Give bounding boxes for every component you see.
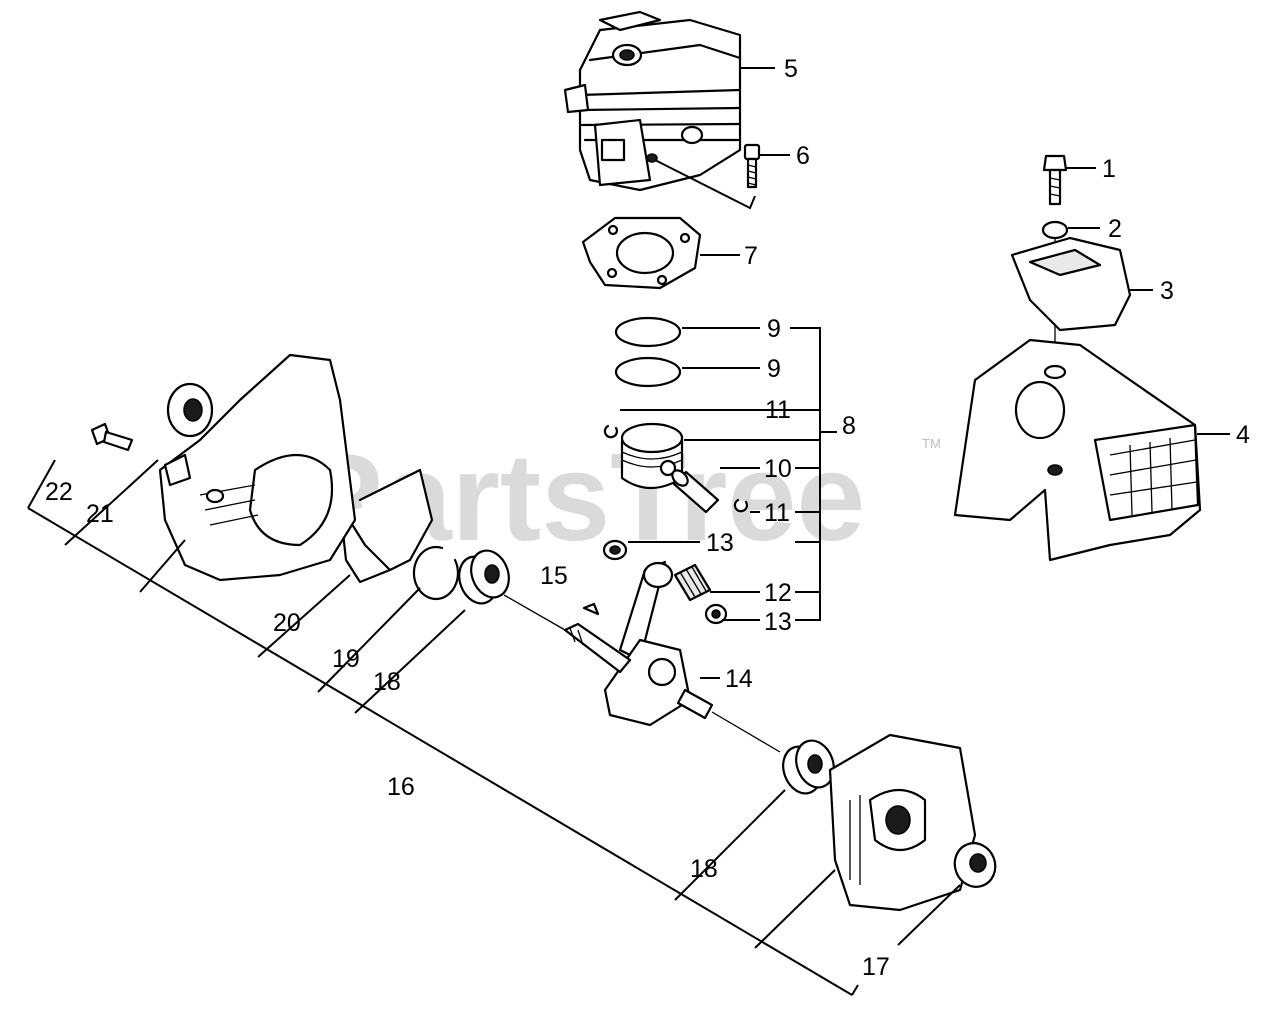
crankcase-gasket-part[interactable] [338, 468, 434, 584]
needle-bearing-part[interactable] [673, 563, 712, 602]
spark-plug-cover-part[interactable] [1010, 236, 1132, 332]
cylinder-cover-part[interactable] [953, 338, 1202, 562]
callout-7: 7 [744, 242, 758, 270]
woodruff-key-part[interactable] [582, 602, 600, 616]
callout-2: 2 [1108, 215, 1122, 243]
piston-ring-upper-part[interactable] [614, 316, 682, 348]
crankcase-right-part[interactable] [828, 733, 977, 912]
callout-22: 22 [45, 478, 73, 506]
callout-4: 4 [1236, 421, 1250, 449]
callout-5: 5 [784, 55, 798, 83]
crankshaft-bearing-left-part[interactable] [453, 545, 515, 608]
gasket-part[interactable] [581, 216, 702, 290]
watermark-tm: TM [922, 436, 941, 451]
crankcase-bolt-part[interactable] [90, 422, 134, 452]
callout-1: 1 [1102, 155, 1116, 183]
callout-20: 20 [273, 609, 301, 637]
callout-19: 19 [332, 645, 360, 673]
cylinder-part[interactable] [563, 10, 742, 192]
crankshaft-bearing-right-part[interactable] [777, 735, 840, 798]
callout-9-upper: 9 [767, 315, 781, 343]
circlip-part[interactable] [412, 545, 460, 601]
callout-18-right: 18 [690, 855, 718, 883]
callout-15: 15 [540, 562, 568, 590]
callout-14: 14 [725, 665, 753, 693]
oil-seal-right-part[interactable] [949, 837, 1002, 892]
callout-8: 8 [842, 412, 856, 440]
callout-11-upper: 11 [765, 396, 791, 424]
piston-part[interactable] [620, 422, 684, 489]
crankshaft-part[interactable] [563, 560, 714, 727]
piston-pin-clip-lower-part[interactable] [733, 498, 749, 513]
callout-16: 16 [387, 773, 415, 801]
cylinder-screw-part[interactable] [743, 143, 761, 189]
callout-12: 12 [764, 579, 792, 607]
callout-17: 17 [862, 953, 890, 981]
callout-18-left: 18 [373, 668, 401, 696]
callout-13-upper: 13 [706, 529, 734, 557]
crankcase-left-part[interactable] [158, 353, 357, 582]
callout-9-lower: 9 [767, 355, 781, 383]
piston-pin-part[interactable] [669, 467, 720, 514]
cover-washer-part[interactable] [1041, 220, 1069, 240]
callout-3: 3 [1160, 277, 1174, 305]
callout-10: 10 [764, 455, 792, 483]
callout-21: 21 [86, 500, 114, 528]
piston-pin-clip-upper-part[interactable] [603, 424, 619, 439]
callout-6: 6 [796, 142, 810, 170]
piston-ring-lower-part[interactable] [614, 356, 682, 388]
callout-11-lower: 11 [764, 499, 790, 527]
cover-bolt-part[interactable] [1042, 154, 1068, 206]
callout-13-lower: 13 [764, 608, 792, 636]
